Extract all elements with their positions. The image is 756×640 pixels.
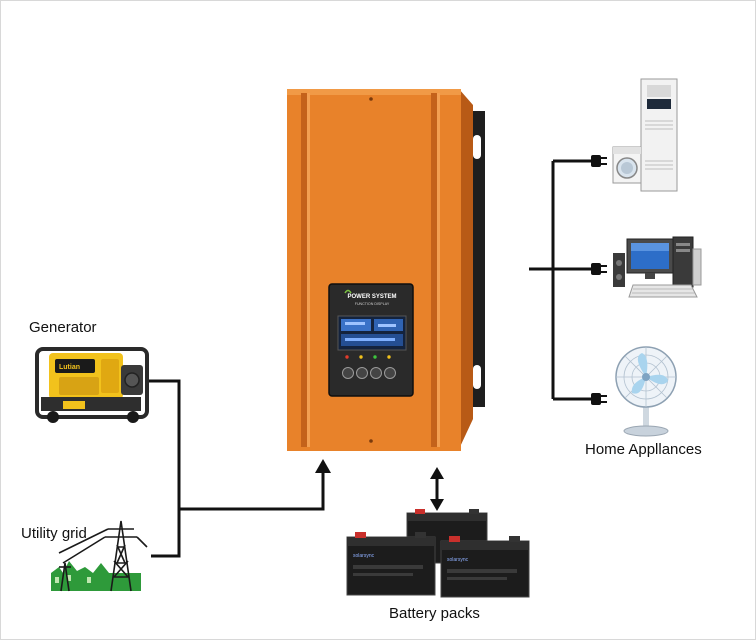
utility-grid-icon [51, 520, 148, 592]
fan-icon [615, 346, 677, 437]
washing-machine-icon [612, 146, 642, 184]
plug-icon [591, 155, 607, 405]
home-appliances-label: Home Appllances [585, 441, 702, 458]
wire-appliances [529, 159, 593, 401]
panel-subtitle-text: FUNCTION DISPLAY [355, 302, 390, 306]
wire-battery [430, 467, 444, 511]
wire-to-inverter [179, 459, 331, 511]
utility-grid-label: Utility grid [21, 525, 87, 542]
panel-brand-text: POWER SYSTEM [347, 294, 396, 300]
generator-icon: Lutian [35, 347, 149, 423]
svg-text:Lutian: Lutian [59, 364, 80, 371]
inverter-control-panel: POWER SYSTEM FUNCTION DISPLAY [328, 283, 414, 397]
battery-icon: solarsync solarsync [346, 509, 530, 598]
generator-label: Generator [29, 319, 97, 336]
computer-icon [613, 236, 702, 298]
svg-text:solarsync: solarsync [353, 553, 375, 559]
battery-packs-label: Battery packs [389, 605, 480, 622]
wire-generator [149, 379, 181, 558]
inverter-icon: POWER SYSTEM FUNCTION DISPLAY [287, 89, 485, 451]
air-conditioner-icon [640, 78, 678, 192]
svg-text:solarsync: solarsync [447, 557, 469, 563]
